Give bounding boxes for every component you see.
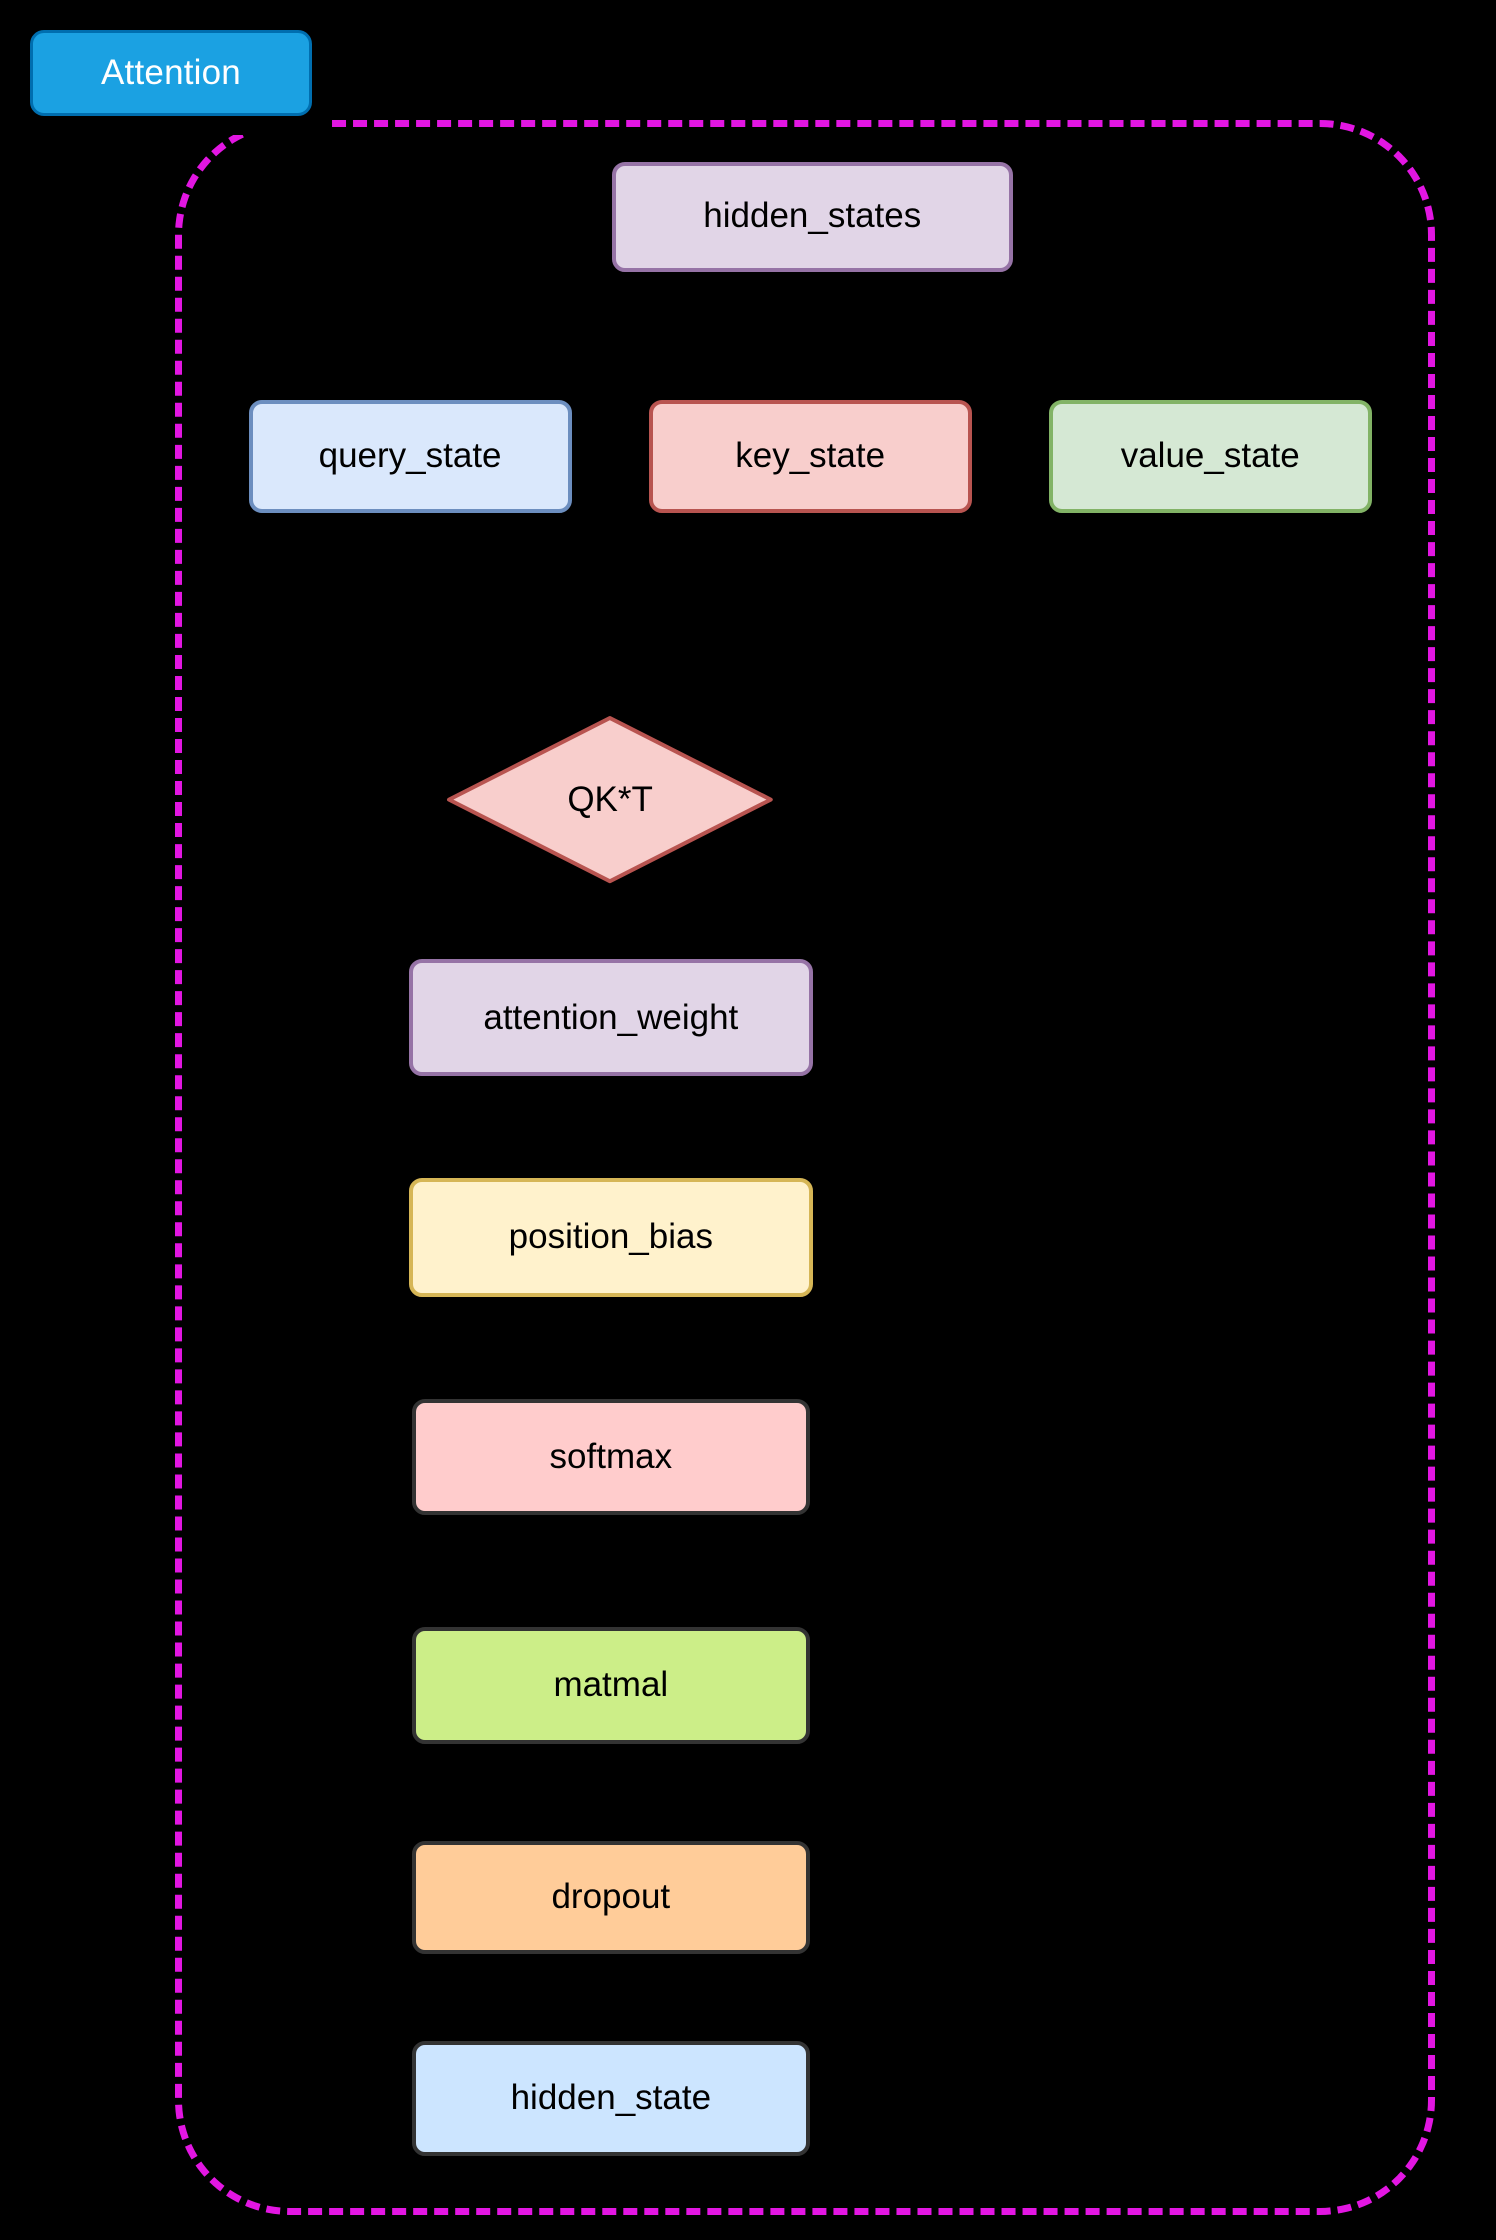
node-label-attention_weight: attention_weight	[483, 997, 739, 1037]
node-label-qkt: QK*T	[567, 779, 653, 819]
node-label-value_state: value_state	[1120, 436, 1300, 476]
node-label-hidden_states: hidden_states	[703, 196, 922, 236]
node-softmax[interactable]: softmax	[411, 1399, 811, 1516]
node-attention_weight[interactable]: attention_weight	[408, 959, 813, 1077]
node-position_bias[interactable]: position_bias	[408, 1177, 813, 1297]
node-matmal[interactable]: matmal	[411, 1626, 811, 1744]
subgraph-title-attention[interactable]: Attention	[30, 30, 312, 116]
node-label-key_state: key_state	[735, 436, 886, 476]
node-key_state[interactable]: key_state	[648, 400, 972, 514]
node-qkt[interactable]: QK*T	[447, 716, 773, 884]
node-dropout[interactable]: dropout	[411, 1841, 811, 1955]
subgraph-title-label: Attention	[101, 53, 241, 92]
node-label-matmal: matmal	[553, 1665, 669, 1705]
node-value_state[interactable]: value_state	[1048, 400, 1372, 514]
diamond-shape-icon	[447, 716, 773, 884]
node-label-dropout: dropout	[551, 1877, 671, 1917]
node-hidden_states[interactable]: hidden_states	[611, 161, 1014, 272]
node-label-hidden_state: hidden_state	[510, 2078, 712, 2118]
node-label-position_bias: position_bias	[508, 1216, 713, 1256]
node-label-query_state: query_state	[318, 436, 502, 476]
node-hidden_state[interactable]: hidden_state	[411, 2041, 811, 2156]
node-query_state[interactable]: query_state	[248, 400, 572, 514]
node-label-softmax: softmax	[549, 1437, 673, 1477]
